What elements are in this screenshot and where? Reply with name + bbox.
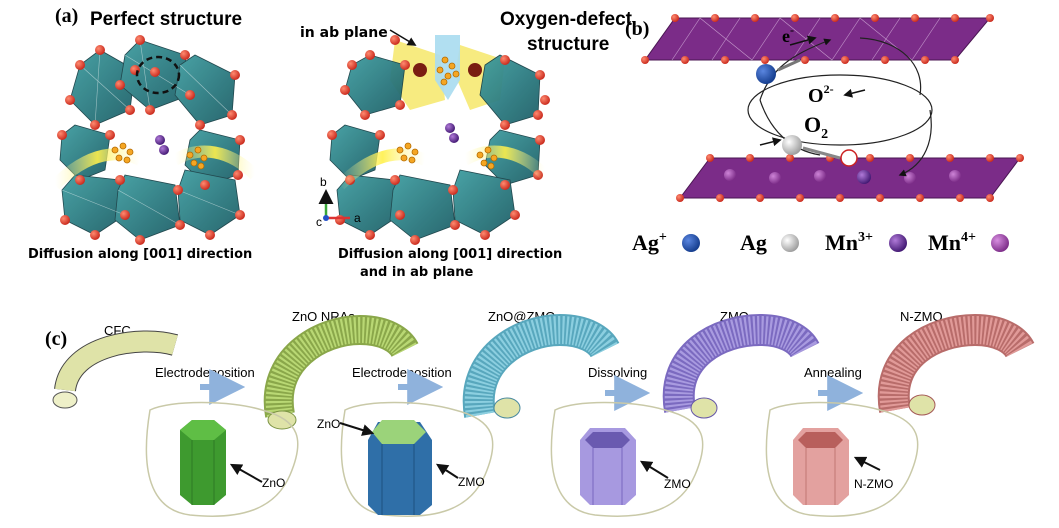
redox-cycle: [747, 74, 933, 146]
fiber-zno-zmo: [462, 313, 620, 419]
ag-atom: [782, 135, 802, 155]
fiber-zno-nras: [263, 314, 419, 430]
diffusing-ion-pair-defect: [445, 123, 459, 143]
right-caption-line1: Diffusion along [001] direction: [338, 247, 562, 262]
inset-zmo: ZMO: [550, 401, 704, 517]
oxygen-site-highlight: [135, 55, 181, 95]
axis-a-label: a: [354, 211, 361, 225]
step-label-2: Electrodeposition: [352, 365, 452, 380]
svg-text:Mn3+: Mn3+: [825, 230, 873, 255]
oxygen-defect-title-line2: structure: [527, 34, 609, 55]
left-caption: Diffusion along [001] direction: [28, 247, 252, 262]
step-label-4: Annealing: [804, 365, 862, 380]
svg-text:Ag: Ag: [740, 230, 767, 255]
oxygen-vacancy: [840, 149, 858, 167]
fiber-cfc: [52, 330, 179, 409]
top-mno2-layer: [644, 17, 992, 61]
svg-text:Ag+: Ag+: [632, 230, 667, 255]
o2-minus-label: O2-: [808, 82, 834, 107]
legend-mn4plus: Mn4+: [928, 230, 1009, 255]
ion-legend: Ag+ Ag Mn3+ Mn4+: [632, 230, 1009, 255]
diffusing-ion-pair: [155, 135, 169, 155]
oxygen-defect-illustration: b c a: [316, 29, 550, 245]
axis-indicator: b c a: [316, 175, 361, 229]
oxygen-defect-title-line1: Oxygen-defect: [500, 9, 633, 30]
inset-zno: ZnO: [145, 401, 299, 517]
panel-c-label: (c): [45, 328, 67, 350]
inset-core-label: ZnO: [317, 417, 340, 431]
panel-b-label: (b): [625, 18, 649, 40]
axis-c-label: c: [316, 215, 322, 229]
ag-plus-top: [756, 64, 776, 84]
legend-ag-plus: Ag+: [632, 230, 700, 255]
panel-a-label: (a): [55, 5, 78, 27]
inset-zmo-label: ZMO: [664, 477, 691, 491]
inset-n-zmo-label: N-ZMO: [854, 477, 893, 491]
perfect-structure-illustration: [50, 35, 260, 245]
perfect-structure-title: Perfect structure: [90, 9, 242, 30]
step-label-3: Dissolving: [588, 365, 647, 380]
legend-ag: Ag: [740, 230, 799, 255]
panel-b: (b): [625, 14, 1024, 255]
o2-label: O2: [804, 112, 828, 142]
electron-label: e-: [782, 23, 794, 46]
in-ab-plane-note: in ab plane: [300, 25, 388, 41]
stage-label-n-zmo: N-ZMO: [900, 309, 943, 324]
step-label-1: Electrodeposition: [155, 365, 255, 380]
axis-b-label: b: [320, 175, 327, 189]
inset-zno-label: ZnO: [262, 476, 285, 490]
svg-text:Mn4+: Mn4+: [928, 230, 976, 255]
fiber-zmo: [662, 313, 820, 419]
legend-mn3plus: Mn3+: [825, 230, 907, 255]
inset-zno-zmo: ZnO ZMO: [317, 401, 494, 517]
inset-n-zmo: N-ZMO: [765, 401, 919, 517]
panel-c: (c) CFC ZnO NRAs ZnO@ZMO ZMO N-ZMO Elect…: [45, 309, 1035, 517]
panel-a: (a) Perfect structure: [28, 5, 633, 280]
right-caption-line2: and in ab plane: [360, 265, 473, 280]
fiber-n-zmo: [877, 313, 1035, 416]
inset-shell-label: ZMO: [458, 475, 485, 489]
